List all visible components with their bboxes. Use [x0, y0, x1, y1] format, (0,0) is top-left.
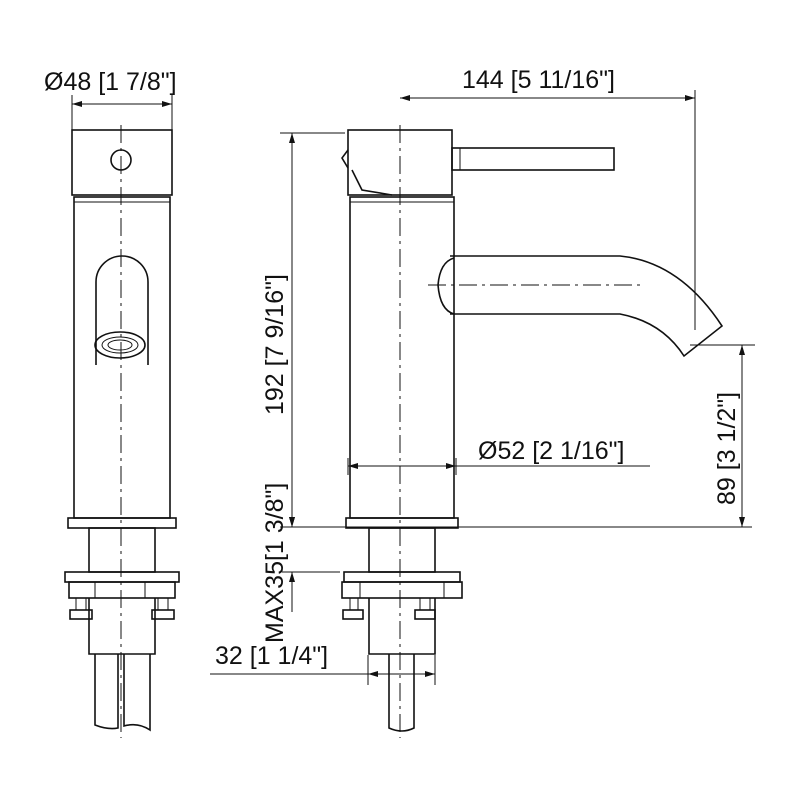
- lower-body: [368, 598, 436, 655]
- supply-hoses: [94, 654, 151, 732]
- dim-max-deck: MAX35[1 3/8"]: [261, 483, 289, 643]
- dim-hole-diameter: 32 [1 1/4"]: [215, 642, 328, 670]
- dim-height: 192 [7 9/16"]: [261, 274, 289, 415]
- handle-hinge: [341, 149, 393, 196]
- dim-reach: 144 [5 11/16"]: [462, 66, 615, 94]
- bolt-nut-right: [151, 609, 175, 620]
- supply-pipe: [388, 654, 415, 732]
- mounting-nut: [68, 581, 176, 599]
- shank: [88, 527, 156, 573]
- handle-lever: [451, 147, 615, 171]
- front-view: Ø48 [1 7/8"]: [44, 68, 180, 738]
- aerator: [94, 331, 146, 359]
- handle-pin: [110, 149, 132, 171]
- spout: [450, 255, 724, 358]
- mounting-plate: [64, 571, 180, 583]
- handle-cap: [71, 129, 173, 196]
- dim-body-diameter: Ø52 [2 1/16"]: [478, 437, 624, 465]
- lower-body: [88, 598, 156, 655]
- body: [349, 196, 455, 519]
- spout-opening: [95, 255, 149, 365]
- dim-spout-height: 89 [3 1/2"]: [713, 392, 741, 505]
- mounting-nut: [341, 581, 463, 599]
- dim-top-diameter: Ø48 [1 7/8"]: [44, 68, 177, 96]
- base-flange: [67, 517, 177, 529]
- bolt-nut-left: [342, 609, 364, 620]
- bolt-nut-right: [414, 609, 436, 620]
- bolt-nut-left: [69, 609, 93, 620]
- shank: [368, 527, 436, 573]
- side-view: 144 [5 11/16"] 192 [7 9/16"] Ø52 [2 1/16…: [210, 66, 755, 738]
- mounting-plate: [343, 571, 461, 583]
